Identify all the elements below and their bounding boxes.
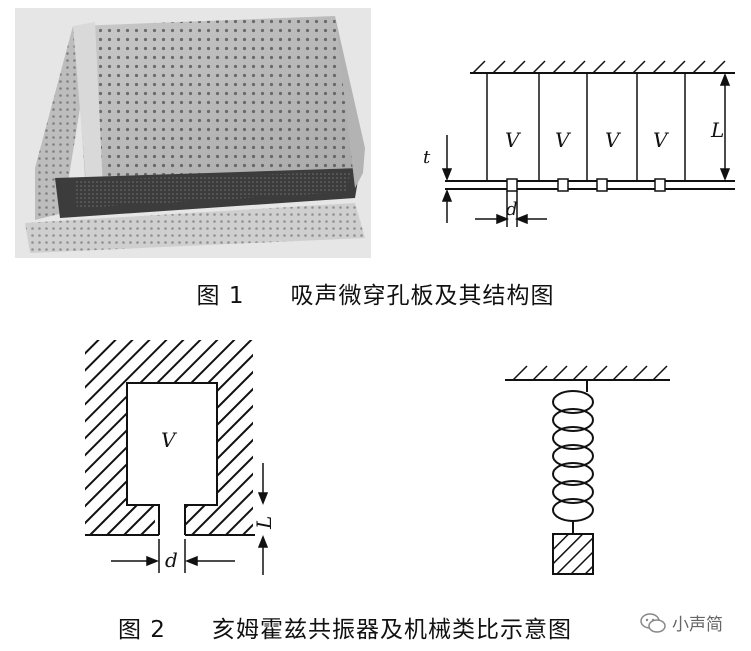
thickness-label: t <box>423 147 431 168</box>
figure2-caption-text: 亥姆霍兹共振器及机械类比示意图 <box>211 617 572 643</box>
cavity-label-3: V <box>605 128 622 152</box>
depth-label: L <box>710 118 724 142</box>
perforated-plate <box>445 180 735 190</box>
cavity-label-1: V <box>505 128 522 152</box>
thickness-dimension <box>441 135 453 223</box>
neck-width-dimension <box>111 539 235 573</box>
perforated-panel-photo <box>15 8 371 258</box>
plate-holes <box>506 178 666 192</box>
spring <box>552 380 594 534</box>
top-wall <box>470 60 735 74</box>
spring-mass-analogy-diagram <box>505 365 670 575</box>
cavity-label-2: V <box>555 128 572 152</box>
neck-length-label: L <box>252 516 276 530</box>
depth-dimension <box>719 72 731 182</box>
figure1-caption-text: 吸声微穿孔板及其结构图 <box>290 283 555 309</box>
figure1-caption-label: 图 1 <box>196 283 245 309</box>
figure1-caption: 图 1 吸声微穿孔板及其结构图 <box>0 276 751 310</box>
ceiling <box>505 365 670 381</box>
figure2-caption-label: 图 2 <box>118 617 166 643</box>
cavity-partitions <box>486 73 686 181</box>
neck-length-dimension <box>257 463 269 575</box>
watermark-text: 小声简 <box>672 615 723 635</box>
helmholtz-resonator-diagram: V L d <box>85 340 276 575</box>
hole-dimension <box>475 191 547 227</box>
mpp-structure-diagram: t d L V V V V <box>423 60 735 227</box>
mass-block <box>552 533 594 575</box>
neck-width-label: d <box>165 548 178 572</box>
cavity-label-4: V <box>653 128 670 152</box>
resonator-volume-label: V <box>161 428 178 452</box>
watermark: 小声简 <box>640 610 723 635</box>
hole-diameter-label: d <box>506 199 518 220</box>
wechat-icon <box>640 612 666 633</box>
figure2-caption: 图 2 亥姆霍兹共振器及机械类比示意图 <box>118 610 572 644</box>
